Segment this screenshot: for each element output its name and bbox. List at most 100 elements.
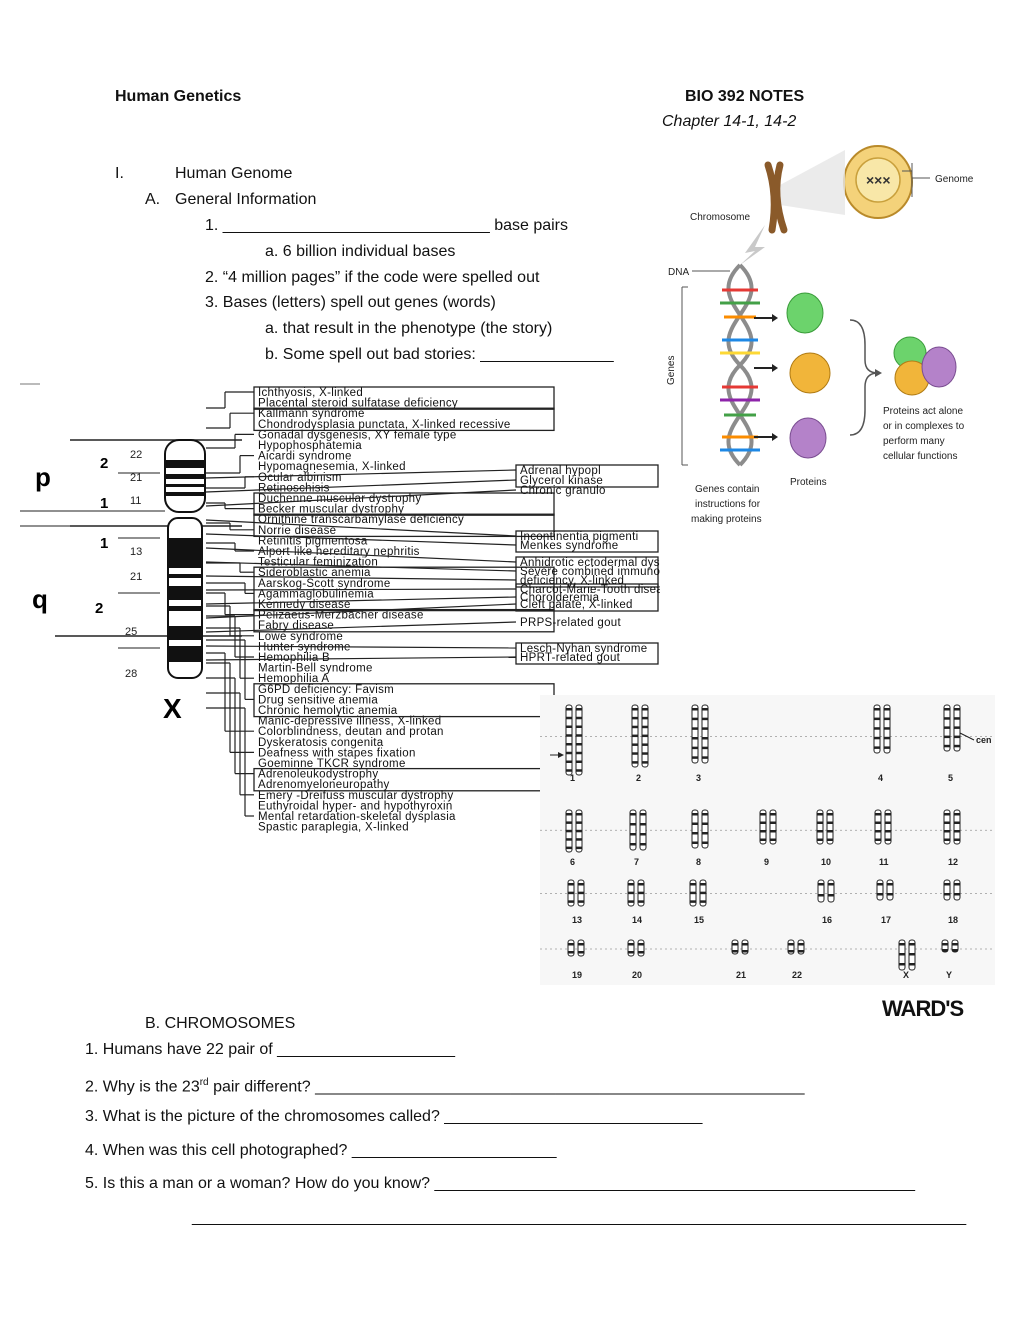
chromosome-number-label: 21 <box>736 970 746 980</box>
outline-item-1a: a. 6 billion individual bases <box>265 243 456 260</box>
disease-label-left: Spastic paraplegia, X-linked <box>258 822 409 834</box>
disease-group-box <box>515 530 659 553</box>
chromosome-homolog <box>577 939 585 957</box>
chromosome-number-label: 19 <box>572 970 582 980</box>
chromosome-number-label: 8 <box>696 857 701 867</box>
question-5: 5. Is this a man or a woman? How do you … <box>85 1175 916 1192</box>
genes-contain-3: making proteins <box>691 514 762 525</box>
section-title: Human Genome <box>175 165 293 182</box>
disease-label-left: Colorblindness, deutan and protan <box>258 726 444 738</box>
chromosome-homolog <box>565 704 573 776</box>
disease-group-box <box>515 556 659 588</box>
chromosome-homolog <box>639 809 647 851</box>
nucleus-icon <box>855 157 901 203</box>
x-chromosome-ideogram <box>164 439 206 679</box>
band-label: 25 <box>125 626 137 638</box>
svg-text:×××: ××× <box>866 172 891 188</box>
chromosome-homolog <box>691 809 699 849</box>
chromosome-homolog <box>637 939 645 957</box>
disease-label-left: Norrie disease <box>258 525 336 537</box>
band-label: 21 <box>130 571 142 583</box>
disease-label-left: Hypomagnesemia, X-linked <box>258 461 406 473</box>
arm-q-label: q <box>32 584 48 614</box>
disease-group-box <box>253 386 555 410</box>
disease-label-right: Cleft palate, X-linked <box>520 599 633 611</box>
question-4: 4. When was this cell photographed? ____… <box>85 1142 557 1159</box>
disease-label-left: Adrenoleukodystrophy <box>258 769 378 781</box>
disease-label-right: Glycerol kinase <box>520 475 603 487</box>
disease-label-left: Martin-Bell syndrome <box>258 663 373 675</box>
chromosome-homolog <box>953 809 961 845</box>
disease-label-left: Agammaglobulinemia <box>258 588 374 600</box>
chromosome-number-label: 22 <box>792 970 802 980</box>
disease-label-left: Gonadal dysgenesis, XY female type <box>258 429 457 441</box>
disease-group-box <box>253 407 555 432</box>
disease-label-left: G6PD deficiency: Favism <box>258 684 394 696</box>
disease-label-right: HPRT-related gout <box>520 652 621 664</box>
centromere-label: cen <box>976 735 992 745</box>
protein-purple-icon <box>789 417 827 459</box>
disease-label-right: deficiency, X-linked <box>520 575 624 587</box>
disease-label-left: Hemophilia B <box>258 652 330 664</box>
chromosome-number-label: 13 <box>572 915 582 925</box>
proteins-act-1: Proteins act alone <box>883 406 963 417</box>
chromosome-label: Chromosome <box>690 212 750 223</box>
chromosome-homolog <box>701 809 709 849</box>
subsection-letter: A. <box>145 191 161 208</box>
disease-label-left: Goeminne TKCR syndrome <box>258 758 406 770</box>
chromosome-number-label: 4 <box>878 773 883 783</box>
disease-label-left: Manic-depressive illness, X-linked <box>258 716 441 728</box>
disease-label-right: PRPS-related gout <box>520 617 621 629</box>
chromosome-number-label: 3 <box>696 773 701 783</box>
disease-label-left: Aicardi syndrome <box>258 451 352 463</box>
chromosome-number-label: 1 <box>570 773 575 783</box>
chromosome-number-label: X <box>903 970 909 980</box>
protein-green-icon <box>786 292 824 334</box>
disease-label-right: Adrenal hypopl <box>520 465 601 477</box>
disease-label-right: Menkes syndrome <box>520 540 618 552</box>
disease-label-left: Ichthyosis, X-linked <box>258 387 363 399</box>
question-1: 1. Humans have 22 pair of ______________… <box>85 1041 456 1058</box>
disease-label-left: Drug sensitive anemia <box>258 694 378 706</box>
chromosome-homolog <box>943 809 951 845</box>
document-title: Human Genetics <box>115 88 242 105</box>
disease-label-left: Pelizaeus-Merzbacher disease <box>258 610 424 622</box>
dna-label: DNA <box>668 267 689 278</box>
proteins-act-4: cellular functions <box>883 451 957 462</box>
subsection-title: General Information <box>175 191 317 208</box>
proteins-label: Proteins <box>790 477 827 488</box>
disease-label-left: Deafness with stapes fixation <box>258 747 416 759</box>
chromosome-number-label: 14 <box>632 915 642 925</box>
disease-label-left: Sideroblastic anemia <box>258 567 371 579</box>
band-label: 22 <box>130 449 142 461</box>
genome-label: Genome <box>935 174 974 185</box>
disease-label-left: Ornithine transcarbamylase deficiency <box>258 514 464 526</box>
answer-line: ________________________________________… <box>192 1209 967 1226</box>
disease-label-left: Hunter syndrome <box>258 641 351 653</box>
disease-label-left: Chondrodysplasia punctata, X-linked rece… <box>258 419 511 431</box>
chromosome-number-label: 11 <box>879 857 889 867</box>
disease-label-left: Kallmann syndrome <box>258 408 365 420</box>
chromosome-number-label: 17 <box>881 915 891 925</box>
chromosome-homolog <box>874 809 882 845</box>
chromosome-homolog <box>701 704 709 764</box>
chromosome-number-label: 7 <box>634 857 639 867</box>
outline-item-1: 1. ______________________________ base p… <box>205 217 569 234</box>
chromosome-number-label: Y <box>946 970 952 980</box>
region-label: 1 <box>100 495 108 512</box>
proteins-act-2: or in complexes to <box>883 421 965 432</box>
chromosome-icon <box>764 161 788 234</box>
chapter-label: Chapter 14-1, 14-2 <box>662 113 797 130</box>
chromosome-number-label: 15 <box>694 915 704 925</box>
protein-orange-icon <box>789 352 831 394</box>
region-label: 1 <box>100 535 108 552</box>
band-label: 11 <box>130 495 141 507</box>
band-label: 13 <box>130 546 142 558</box>
chromosome-homolog <box>884 809 892 845</box>
disease-label-right: Incontinentia pigmenti <box>520 531 638 543</box>
disease-label-left: Becker muscular dystrophy <box>258 504 404 516</box>
disease-label-left: Euthyroidal hyper- and hypothyroxin <box>258 800 453 812</box>
disease-label-right: Anhidrotic ectodermal dysplasia <box>520 557 660 569</box>
disease-label-right: Charcot-Marie-Tooth disease <box>520 584 660 596</box>
